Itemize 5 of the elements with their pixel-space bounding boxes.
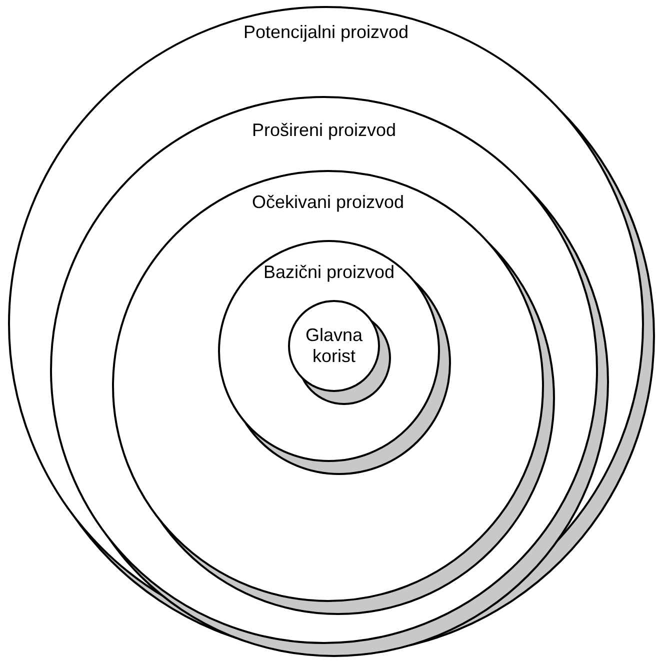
- ring-label: Očekivani proizvod: [252, 192, 404, 213]
- ring-label: Bazični proizvod: [263, 262, 395, 283]
- core-label: Glavna korist: [304, 325, 364, 367]
- ring-label: Potencijalni proizvod: [243, 22, 409, 43]
- ring-label: Prošireni proizvod: [252, 120, 396, 141]
